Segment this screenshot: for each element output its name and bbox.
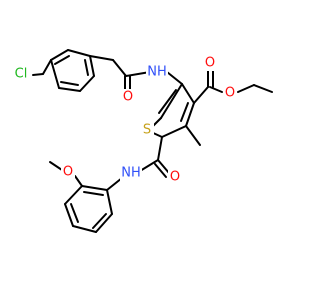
bond	[157, 159, 170, 174]
bonds	[32, 49, 273, 233]
methoxy-oxygen-label: O	[63, 165, 73, 180]
bond	[67, 49, 91, 57]
bond	[74, 175, 83, 187]
bond	[112, 59, 127, 77]
bond	[160, 83, 183, 119]
amide-oxygen-label: O	[123, 90, 133, 105]
bond	[185, 102, 195, 127]
bond	[166, 71, 183, 85]
bond	[158, 89, 177, 114]
amide2-oxygen-atom: O	[168, 169, 182, 185]
amide2-nh-atom: NH	[120, 165, 142, 181]
bond	[106, 177, 123, 191]
amide-nh-atom: NH	[146, 64, 168, 80]
bond	[50, 49, 69, 61]
bond	[209, 86, 223, 93]
molecule-structure: Cl NH O S O O O NH	[10, 49, 273, 233]
methoxy-oxygen-atom: O	[61, 164, 75, 180]
thiophene-sulfur-label: S	[143, 123, 151, 138]
atom-labels: Cl NH O S O O O NH	[10, 55, 237, 185]
bond	[89, 55, 114, 61]
bond	[237, 84, 255, 93]
bond	[64, 185, 83, 205]
bond	[181, 83, 195, 104]
bond	[64, 203, 74, 227]
bond	[253, 84, 273, 93]
bond	[92, 213, 107, 229]
bond	[95, 213, 113, 233]
bond	[157, 136, 163, 161]
bond	[84, 59, 89, 76]
bond	[50, 59, 60, 89]
chlorine-label: Cl	[15, 67, 28, 82]
bond	[152, 117, 162, 127]
bond	[72, 225, 97, 233]
bond	[70, 203, 79, 223]
amide-oxygen-atom: O	[121, 89, 135, 105]
ester-carbonyl-oxygen-atom: O	[203, 55, 217, 71]
bond	[49, 161, 63, 171]
bond	[180, 102, 189, 122]
amide2-nh-label: NH	[121, 166, 141, 181]
bond	[185, 125, 201, 146]
bond	[83, 191, 104, 196]
chlorine-atom: Cl	[10, 66, 32, 82]
bond	[32, 73, 44, 76]
bond	[106, 189, 113, 215]
ester-ether-oxygen-label: O	[225, 86, 235, 101]
bond	[161, 125, 187, 138]
amide-nh-label: NH	[147, 65, 167, 80]
thiophene-sulfur-atom: S	[140, 122, 154, 138]
ester-carbonyl-oxygen-label: O	[205, 56, 215, 71]
bond	[60, 81, 79, 86]
bond	[42, 59, 52, 75]
bond	[81, 185, 108, 191]
bond	[154, 163, 167, 178]
amide2-oxygen-label: O	[170, 170, 180, 185]
bond	[58, 87, 81, 92]
bond	[89, 55, 95, 77]
ester-ether-oxygen-atom: O	[223, 85, 237, 101]
bond	[54, 55, 70, 65]
bond	[139, 159, 159, 172]
bond	[79, 75, 95, 92]
bond	[193, 86, 209, 104]
